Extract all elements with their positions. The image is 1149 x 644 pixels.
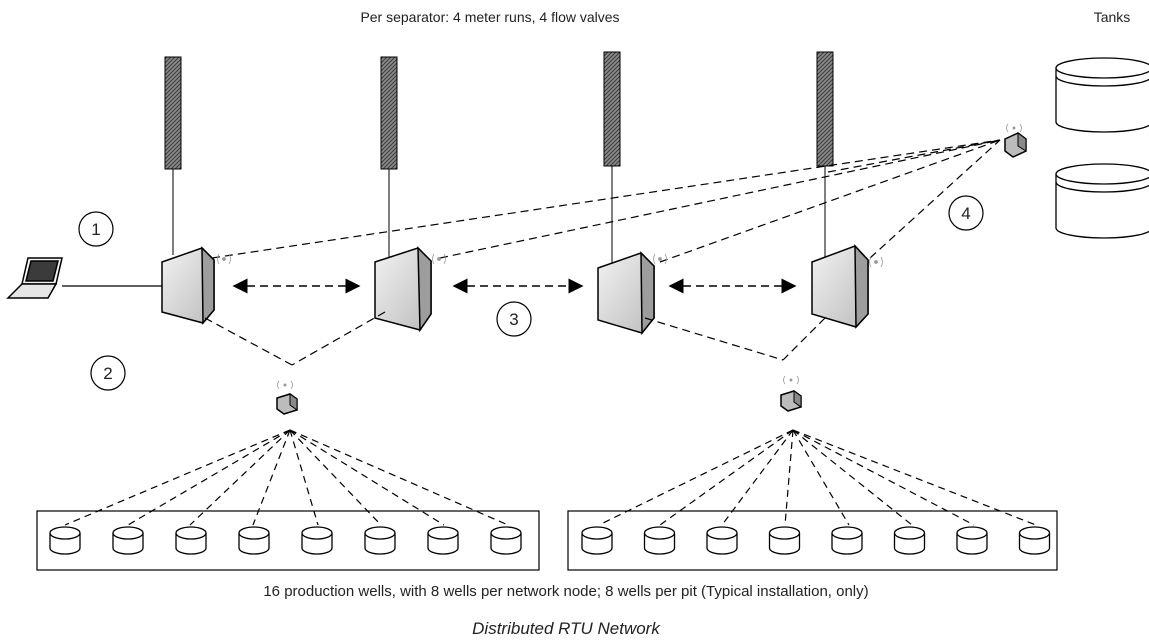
callout-3: 3 (496, 301, 532, 337)
callout-4: 4 (948, 195, 984, 231)
callout-1: 1 (78, 211, 114, 247)
caption: 16 production wells, with 8 wells per ne… (263, 583, 868, 600)
wellhead-icon (490, 526, 522, 555)
wellhead-icon (49, 526, 81, 555)
well-links-right (598, 429, 1037, 526)
wellhead-icon (831, 526, 863, 555)
wellhead-icon (643, 526, 676, 555)
wellhead-icon (1018, 526, 1051, 555)
separator-note: Per separator: 4 meter runs, 4 flow valv… (360, 9, 619, 25)
meter-run-column-icon (164, 56, 182, 255)
radio-node-icon (780, 375, 802, 412)
svg-text:2: 2 (103, 364, 112, 383)
wellhead-icon (175, 526, 207, 555)
wellhead-icon (427, 526, 459, 555)
radio-node-icon (1004, 123, 1027, 158)
wellhead-icon (706, 526, 738, 555)
meter-run-column-icon (603, 51, 621, 263)
wellhead-icon (301, 526, 333, 555)
rtu-box-icon (374, 246, 432, 333)
wellhead-icon (581, 526, 613, 555)
radio-node-icon (276, 380, 298, 415)
wellhead-icon (956, 526, 988, 555)
meter-run-column-icon (380, 56, 398, 258)
wells-group (49, 526, 1051, 555)
svg-text:3: 3 (509, 310, 518, 329)
wellhead-icon (238, 526, 270, 555)
storage-tank-icon (1055, 57, 1149, 133)
wellhead-icon (112, 526, 144, 555)
tank-radio-links (211, 139, 1001, 263)
rtu-box-icon (811, 244, 869, 329)
well-links-left (64, 429, 509, 526)
meter-run-column-icon (816, 51, 834, 258)
rtu-node-links (204, 311, 826, 366)
rtu-box-icon (161, 246, 215, 326)
storage-tank-icon (1055, 163, 1149, 239)
svg-text:4: 4 (961, 204, 970, 223)
rtu-box-icon (597, 251, 655, 336)
figure-title: Distributed RTU Network (472, 619, 661, 638)
wellhead-icon (768, 526, 801, 555)
tanks-label: Tanks (1094, 9, 1131, 25)
wellhead-icon (364, 526, 396, 555)
radio-signal-icon (217, 253, 883, 268)
wellhead-icon (893, 526, 926, 555)
pit-box-right (567, 510, 1058, 571)
laptop-icon (6, 257, 63, 299)
pit-box-left (36, 510, 540, 571)
svg-text:1: 1 (91, 220, 100, 239)
callout-2: 2 (90, 355, 126, 391)
